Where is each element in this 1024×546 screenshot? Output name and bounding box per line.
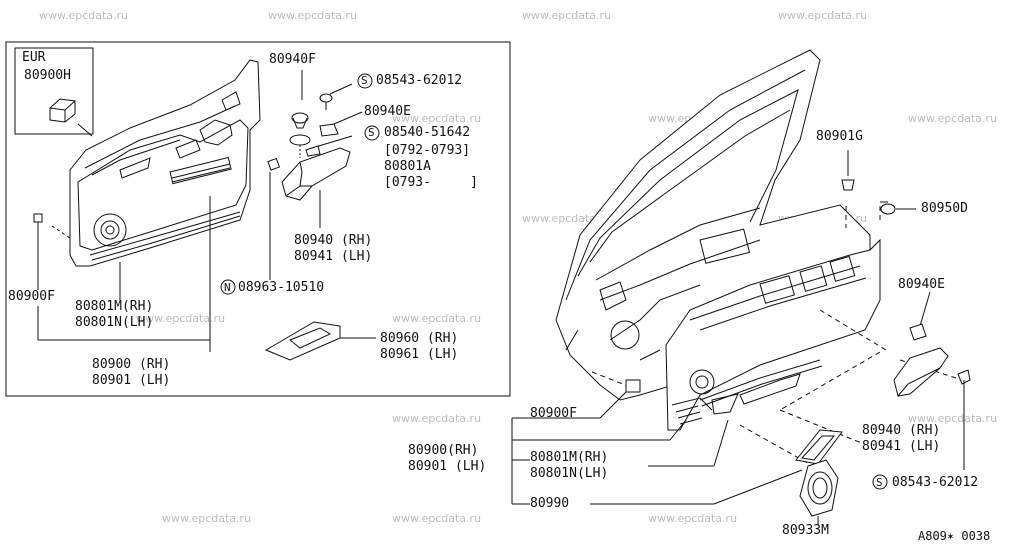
part-label-80940E: 80940E — [364, 104, 411, 119]
part-label-80950D: 80950D — [921, 201, 968, 216]
watermark: www.epcdata.ru — [908, 412, 998, 425]
eur-box — [14, 47, 94, 135]
part-label-80940F: 80940F — [269, 52, 316, 67]
part-label-80900F: 80900F — [530, 406, 577, 421]
watermark: www.epcdata.ru — [908, 112, 998, 125]
inset-armrest — [281, 147, 351, 201]
part-label-80900H: 80900H — [24, 68, 71, 83]
part-label-80801A: 80801A — [384, 159, 431, 174]
clip-80900H — [49, 98, 76, 123]
part-label-80941-lh: 80941 (LH) — [294, 249, 373, 264]
part-label-80900-rh: 80900 (RH) — [92, 357, 171, 372]
inset-frame — [5, 41, 511, 397]
watermark: www.epcdata.ru — [162, 512, 252, 525]
part-label-80990: 80990 — [530, 496, 570, 511]
part-label-08963-10510: 08963-10510 — [238, 280, 325, 295]
watermark: www.epcdata.ru — [522, 212, 612, 225]
inset-door-trim — [69, 59, 261, 267]
n-symbol: N — [224, 281, 231, 294]
part-label-80801N: 80801N(LH) — [530, 466, 609, 481]
s-symbol: S — [876, 476, 883, 489]
watermark: www.epcdata.ru — [648, 512, 738, 525]
watermark: www.epcdata.ru — [136, 312, 226, 325]
diagram-code: A809✶ 0038 — [918, 529, 991, 543]
main-door-trim — [665, 238, 881, 431]
part-label-08543-62012: 08543-62012 — [892, 475, 979, 490]
part-label-80900-rh: 80900(RH) — [408, 443, 479, 458]
watermark: www.epcdata.ru — [392, 112, 482, 125]
part-label-08540-51642: 08540-51642 — [384, 125, 471, 140]
inset-pad-80960 — [264, 321, 376, 361]
part-label-80801M: 80801M(RH) — [530, 450, 609, 465]
watermark: www.epcdata.ru — [268, 9, 358, 22]
watermark: www.epcdata.ru — [39, 9, 129, 22]
part-label-80901-lh: 80901 (LH) — [92, 373, 171, 388]
part-label-80941-lh: 80941 (LH) — [862, 439, 941, 454]
watermark: www.epcdata.ru — [522, 9, 612, 22]
part-label-80901G: 80901G — [816, 129, 863, 144]
watermark: www.epcdata.ru — [392, 312, 482, 325]
part-label-80801M: 80801M(RH) — [75, 299, 154, 314]
s-symbol: S — [368, 126, 375, 139]
part-label-80801N: 80801N(LH) — [75, 315, 154, 330]
leader — [77, 123, 93, 137]
part-label-80933M: 80933M — [782, 523, 829, 538]
part-label-80961-lh: 80961 (LH) — [380, 347, 459, 362]
part-label-80940E: 80940E — [898, 277, 945, 292]
part-label-80901-lh: 80901 (LH) — [408, 459, 487, 474]
part-label-80940-rh: 80940 (RH) — [862, 423, 941, 438]
part-label-80940-rh: 80940 (RH) — [294, 233, 373, 248]
s-symbol: S — [361, 74, 368, 87]
main-armrest — [893, 347, 949, 397]
part-label-08543-62012: 08543-62012 — [376, 73, 463, 88]
watermark: www.epcdata.ru — [392, 512, 482, 525]
watermark: www.epcdata.ru — [778, 9, 868, 22]
date-range-2: [0793- ] — [384, 175, 478, 190]
date-range-1: [0792-0793] — [384, 143, 471, 158]
part-label-80960-rh: 80960 (RH) — [380, 331, 459, 346]
eur-label: EUR — [22, 50, 46, 65]
watermark: www.epcdata.ru — [392, 412, 482, 425]
part-label-80900F: 80900F — [8, 289, 55, 304]
